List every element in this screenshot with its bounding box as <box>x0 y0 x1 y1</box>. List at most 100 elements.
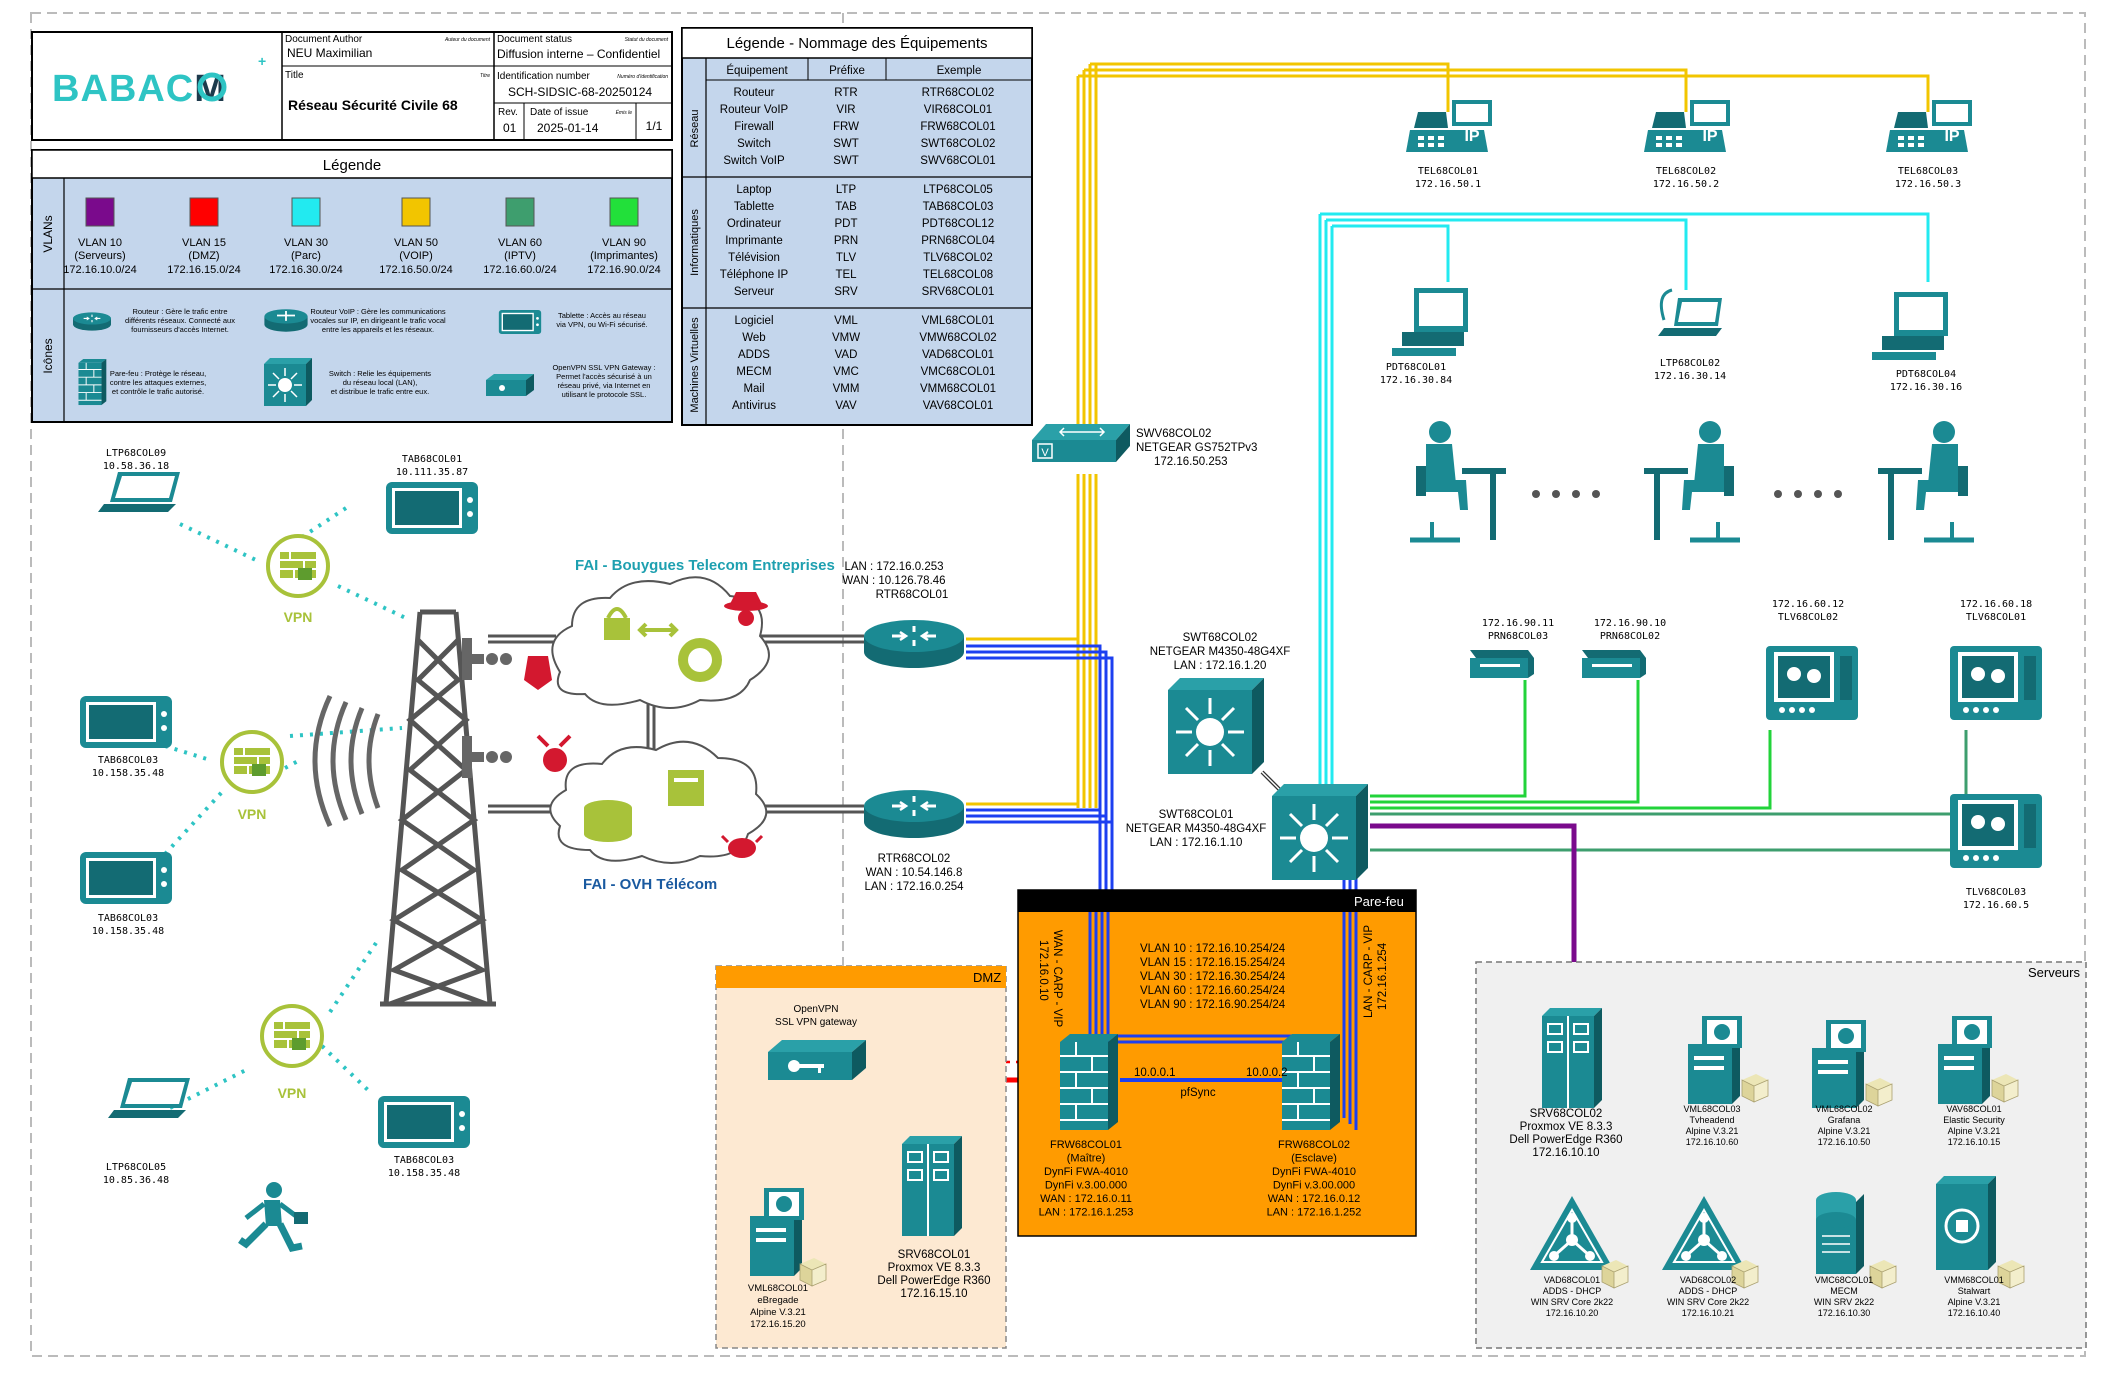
pdt04-ip: 172.16.30.16 <box>1890 382 1962 393</box>
users <box>1410 421 1974 540</box>
naming-cell-example: TEL68COL08 <box>923 269 993 281</box>
swt01-lan: LAN : 172.16.1.10 <box>1150 837 1243 849</box>
router-rtr02: RTR68COL02 WAN : 10.54.146.8 LAN : 172.1… <box>862 788 966 893</box>
mobile-user-icon <box>238 1182 308 1252</box>
naming-cell-equipment: Firewall <box>734 121 774 133</box>
vlan-subnet: 172.16.90.0/24 <box>587 264 660 276</box>
radio-waves-icon <box>312 694 381 828</box>
status-value: Diffusion interne – Confidentiel <box>497 47 660 61</box>
rtr01-wan: WAN : 10.126.78.46 <box>842 575 945 587</box>
naming-cell-equipment: Switch VoIP <box>723 155 785 167</box>
ip-phones: IPTEL68COL01172.16.50.1IPTEL68COL02172.1… <box>1406 100 1972 190</box>
naming-cell-equipment: Logiciel <box>735 315 774 327</box>
printer-icon <box>1582 650 1646 678</box>
id-label-fr: Numéro d'identification <box>617 74 668 80</box>
tab03b-name: TAB68COL03 <box>98 913 158 924</box>
legend-icon-descriptions: Routeur : Gère le trafic entredifférents… <box>110 307 656 399</box>
legend-icon-desc: et distribue le trafic entre eux. <box>331 387 429 396</box>
firewall-vlan-gateway: VLAN 60 : 172.16.60.254/24 <box>1140 985 1286 997</box>
router-icon <box>862 788 966 840</box>
naming-cell-prefix: TEL <box>835 269 857 281</box>
naming-cell-example: VAV68COL01 <box>923 400 994 412</box>
swt02-model: NETGEAR M4350-48G4XF <box>1150 646 1291 658</box>
printer-prn02: 172.16.90.10 PRN68COL02 <box>1582 618 1666 678</box>
fw02-line-1: (Esclave) <box>1291 1153 1337 1165</box>
sync-ip-b: 10.0.0.2 <box>1246 1067 1288 1079</box>
vm-label: MECM <box>1830 1286 1858 1296</box>
fw02-line-5: LAN : 172.16.1.252 <box>1267 1207 1362 1219</box>
naming-cell-example: SRV68COL01 <box>922 286 995 298</box>
srv01-line-1: Proxmox VE 8.3.3 <box>888 1262 981 1274</box>
tablet-legend-icon <box>498 310 542 334</box>
vlans-label: VLANs <box>41 215 55 252</box>
vm-label: Tvheadend <box>1689 1115 1734 1125</box>
pc-ltp02: LTP68COL02 172.16.30.14 <box>1654 288 1726 382</box>
naming-cell-equipment: Web <box>742 332 765 344</box>
naming-cell-equipment: Switch <box>737 138 771 150</box>
phone-name: TEL68COL01 <box>1418 166 1478 177</box>
vm-label: ADDS - DHCP <box>1679 1286 1738 1296</box>
naming-cell-equipment: ADDS <box>738 349 770 361</box>
fw01-line-5: LAN : 172.16.1.253 <box>1039 1207 1134 1219</box>
vm-label: 172.16.10.21 <box>1682 1308 1735 1318</box>
vlan-role: (VOIP) <box>399 250 433 262</box>
pdt04-name: PDT68COL04 <box>1896 369 1956 380</box>
naming-cell-prefix: LTP <box>836 184 857 196</box>
antenna-tower-icon <box>380 609 496 1007</box>
legend-icon-desc: vocales sur IP, en dirigeant le trafic v… <box>310 316 446 325</box>
naming-cell-example: TLV68COL02 <box>923 252 992 264</box>
legend-icon-desc: contre les attaques externes, <box>110 378 206 387</box>
legend-icon-desc: entre les appareils et les réseaux. <box>322 325 434 334</box>
date-label-fr: Émis le <box>616 109 633 116</box>
id-label: Identification number <box>497 71 591 82</box>
tv-tlv03: TLV68COL03 172.16.60.5 <box>1950 794 2042 911</box>
firewall-vlan-gateway: VLAN 90 : 172.16.90.254/24 <box>1140 999 1286 1011</box>
fw02-line-0: FRW68COL02 <box>1278 1139 1350 1151</box>
id-value: SCH-SIDSIC-68-20250124 <box>508 85 652 99</box>
ellipsis-dots <box>1532 490 1842 498</box>
isp-clouds: FAI - Bouygues Telecom Entreprises FAI -… <box>524 557 835 893</box>
legend-icon-desc: Routeur VoIP : Gère les communications <box>310 307 446 316</box>
legend-icon-desc: OpenVPN SSL VPN Gateway : <box>552 363 655 372</box>
naming-cell-equipment: Laptop <box>736 184 771 196</box>
vpn-gateway-icon <box>768 1040 866 1080</box>
vm-label: 172.16.10.40 <box>1948 1308 2001 1318</box>
naming-cell-prefix: VMC <box>833 366 859 378</box>
tlv03-name: TLV68COL03 <box>1966 887 2026 898</box>
naming-cell-example: VMW68COL02 <box>919 332 996 344</box>
ltp09-name: LTP68COL09 <box>106 448 166 459</box>
vm-label: 172.16.10.20 <box>1546 1308 1599 1318</box>
naming-cell-example: LTP68COL05 <box>923 184 992 196</box>
vm-label: WIN SRV Core 2k22 <box>1531 1297 1613 1307</box>
tab03a-name: TAB68COL03 <box>98 755 158 766</box>
ip-phone-badge: IP <box>1944 128 1959 145</box>
legend-panel: Légende VLANs Icônes VLAN 10(Serveurs)17… <box>31 149 673 423</box>
naming-cell-example: VIR68COL01 <box>924 104 992 116</box>
rtr01-name: RTR68COL01 <box>876 589 949 601</box>
vlan-role: (Parc) <box>291 250 321 262</box>
naming-cell-prefix: SRV <box>834 286 858 298</box>
laptop-headset-icon <box>1658 288 1722 336</box>
server-icon <box>1541 1007 1603 1109</box>
router-rtr01: LAN : 172.16.0.253 WAN : 10.126.78.46 RT… <box>842 561 966 670</box>
vpn-icon <box>260 1004 324 1068</box>
desktop-pc-icon <box>1392 288 1468 356</box>
naming-cell-prefix: SWT <box>833 155 859 167</box>
naming-cell-example: PRN68COL04 <box>921 235 995 247</box>
laptop-ltp09-icon <box>98 472 180 512</box>
rev-label: Rev. <box>498 107 518 118</box>
swt02-name: SWT68COL02 <box>1183 632 1258 644</box>
naming-cell-prefix: VML <box>834 315 858 327</box>
title-block: BABACM + Document Author Auteur du docum… <box>31 31 673 141</box>
phone-ip: 172.16.50.1 <box>1415 179 1481 190</box>
tlv01-name: TLV68COL01 <box>1966 612 2026 623</box>
printer-prn03: 172.16.90.11 PRN68COL03 <box>1470 618 1554 678</box>
pdt01-ip: 172.16.30.84 <box>1380 375 1452 386</box>
naming-cell-prefix: PDT <box>835 218 858 230</box>
voip-router-legend-icon <box>264 309 308 332</box>
